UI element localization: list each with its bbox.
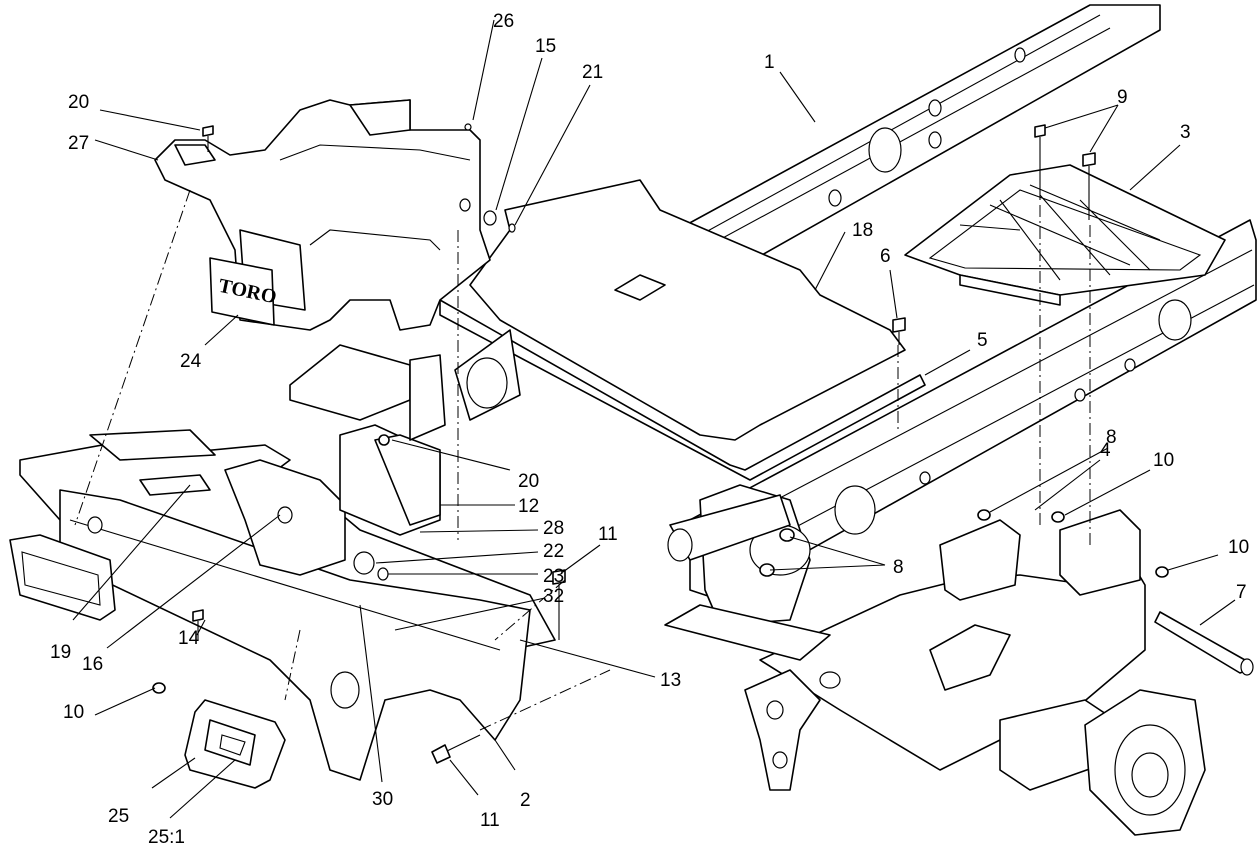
callout-32: 32 (543, 586, 564, 607)
callout-8-lower: 8 (893, 557, 904, 578)
callout-11-lower: 11 (480, 810, 500, 831)
floor-plate (439, 179, 926, 481)
callout-28: 28 (543, 518, 564, 539)
callout-9: 9 (1117, 87, 1128, 108)
center-brackets (289, 329, 521, 441)
callout-8-upper: 8 (1106, 427, 1117, 448)
callout-3: 3 (1180, 122, 1191, 143)
headlight-left (9, 534, 116, 621)
callout-25-1: 25:1 (148, 827, 185, 848)
callout-23: 23 (543, 566, 564, 587)
callout-4: 4 (1100, 440, 1111, 461)
callout-11-upper: 11 (598, 524, 618, 545)
callout-leaders (72, 19, 1236, 819)
front-crossmember (59, 489, 531, 781)
callout-6: 6 (880, 246, 891, 267)
callout-10-right: 10 (1228, 537, 1249, 558)
callout-20-center: 20 (518, 471, 539, 492)
callout-21: 21 (582, 62, 603, 83)
callout-19: 19 (50, 642, 71, 663)
callout-1: 1 (764, 52, 775, 73)
callout-25: 25 (108, 806, 129, 827)
callout-30: 30 (372, 789, 393, 810)
frame-rail-upper (639, 4, 1161, 291)
callout-18: 18 (852, 220, 873, 241)
callout-24: 24 (180, 351, 202, 372)
callout-15: 15 (535, 36, 556, 57)
headlight-lower (184, 699, 286, 789)
column-bracket (224, 459, 346, 576)
callout-10-upper: 10 (1153, 450, 1174, 471)
toro-badge: TORO (209, 257, 278, 326)
footrest-plate (904, 164, 1226, 306)
callout-26: 26 (493, 11, 514, 32)
callout-12: 12 (518, 496, 539, 517)
callout-7: 7 (1236, 582, 1247, 603)
fasteners (152, 123, 1169, 764)
gear-housing (744, 669, 1206, 836)
callout-labels: 1 2 3 4 5 6 7 8 8 9 10 10 10 11 11 12 13… (50, 11, 1249, 848)
callout-10-left: 10 (63, 702, 84, 723)
callout-27: 27 (68, 133, 89, 154)
rod (1154, 611, 1254, 676)
mount-plates (339, 424, 441, 536)
callout-16: 16 (82, 654, 103, 675)
callout-2: 2 (520, 790, 531, 811)
callout-14: 14 (178, 628, 200, 649)
callout-5: 5 (977, 330, 988, 351)
pivot-tube (667, 494, 791, 562)
assembly-phantom-lines (74, 189, 1091, 731)
callout-20-top: 20 (68, 92, 89, 113)
callout-22: 22 (543, 541, 564, 562)
frame-rail-lower (689, 219, 1257, 601)
callout-13: 13 (660, 670, 681, 691)
